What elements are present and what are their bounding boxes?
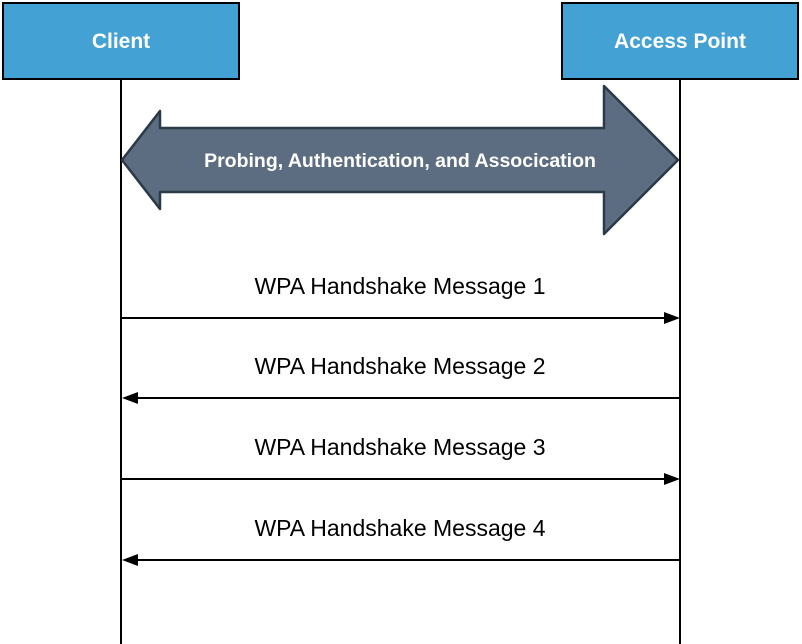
actor-client-box [2,2,240,80]
actor-access-point-label: Access Point [614,30,746,53]
message-4: WPA Handshake Message 4 [122,515,680,566]
message-1: WPA Handshake Message 1 [122,273,680,324]
message-1-arrowhead-icon [664,312,680,324]
actor-access-point-box [561,2,799,80]
message-4-label: WPA Handshake Message 4 [254,515,545,541]
actor-access-point: Access Point [561,2,799,80]
phase-double-arrow: Probing, Authentication, and Associcatio… [120,84,680,236]
message-3-arrowhead-icon [664,473,680,485]
message-2: WPA Handshake Message 2 [122,353,680,404]
message-3: WPA Handshake Message 3 [122,434,680,485]
message-1-label: WPA Handshake Message 1 [254,273,545,299]
message-4-arrowhead-icon [122,554,138,566]
messages-group: WPA Handshake Message 1 WPA Handshake Mes… [122,273,680,566]
message-2-label: WPA Handshake Message 2 [254,353,545,379]
phase-label: Probing, Authentication, and Associcatio… [204,150,596,172]
actor-client-label: Client [92,30,150,53]
double-arrow-shape [120,84,680,236]
message-2-arrowhead-icon [122,392,138,404]
message-3-label: WPA Handshake Message 3 [254,434,545,460]
actor-client: Client [2,2,240,80]
